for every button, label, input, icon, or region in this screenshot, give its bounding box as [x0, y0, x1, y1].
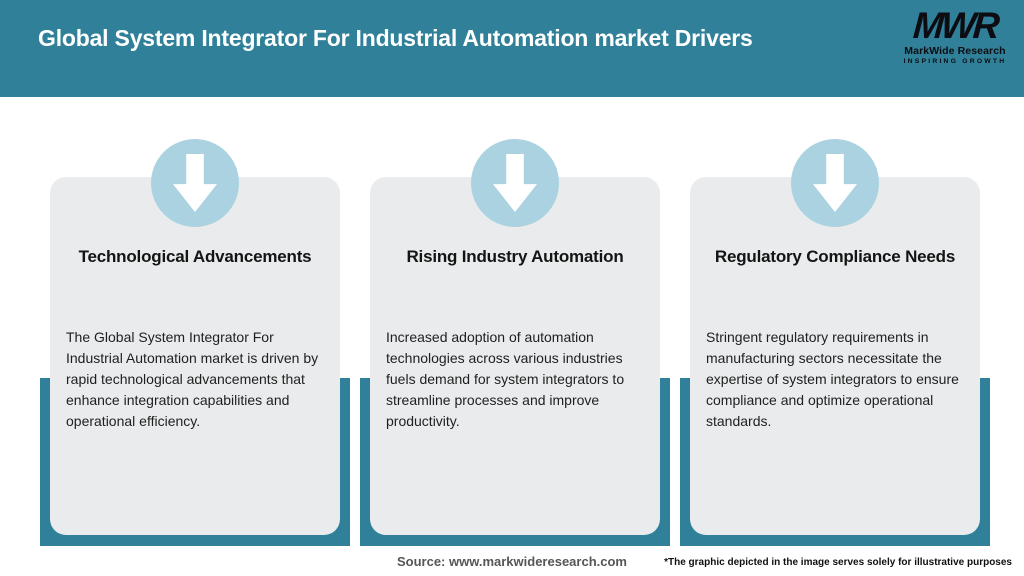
down-arrow-icon	[173, 154, 217, 212]
driver-card-technological-advancements: Technological Advancements The Global Sy…	[50, 177, 340, 535]
down-arrow-icon	[813, 154, 857, 212]
card-body: Stringent regulatory requirements in man…	[706, 329, 959, 429]
card-title: Regulatory Compliance Needs	[714, 247, 956, 266]
arrow-badge	[791, 139, 879, 227]
card-title: Rising Industry Automation	[406, 247, 624, 266]
driver-card-regulatory-compliance-needs: Regulatory Compliance Needs Stringent re…	[690, 177, 980, 535]
card-title: Technological Advancements	[78, 247, 312, 266]
page-title: Global System Integrator For Industrial …	[38, 25, 753, 51]
disclaimer-text: *The graphic depicted in the image serve…	[664, 557, 1012, 568]
logo-tagline: INSPIRING GROWTH	[903, 58, 1007, 65]
arrow-badge	[471, 139, 559, 227]
arrow-badge	[151, 139, 239, 227]
card-body: The Global System Integrator For Industr…	[66, 329, 319, 429]
header-band: Global System Integrator For Industrial …	[0, 0, 1024, 97]
card-body: Increased adoption of automation technol…	[386, 329, 625, 429]
markwide-research-logo: MWR MarkWide Research INSPIRING GROWTH	[896, 5, 1014, 65]
source-text: Source: www.markwideresearch.com	[396, 554, 627, 569]
logo-name: MarkWide Research	[904, 45, 1006, 57]
down-arrow-icon	[493, 154, 537, 212]
driver-card-rising-industry-automation: Rising Industry Automation Increased ado…	[370, 177, 660, 535]
logo-acronym: MWR	[911, 5, 999, 46]
